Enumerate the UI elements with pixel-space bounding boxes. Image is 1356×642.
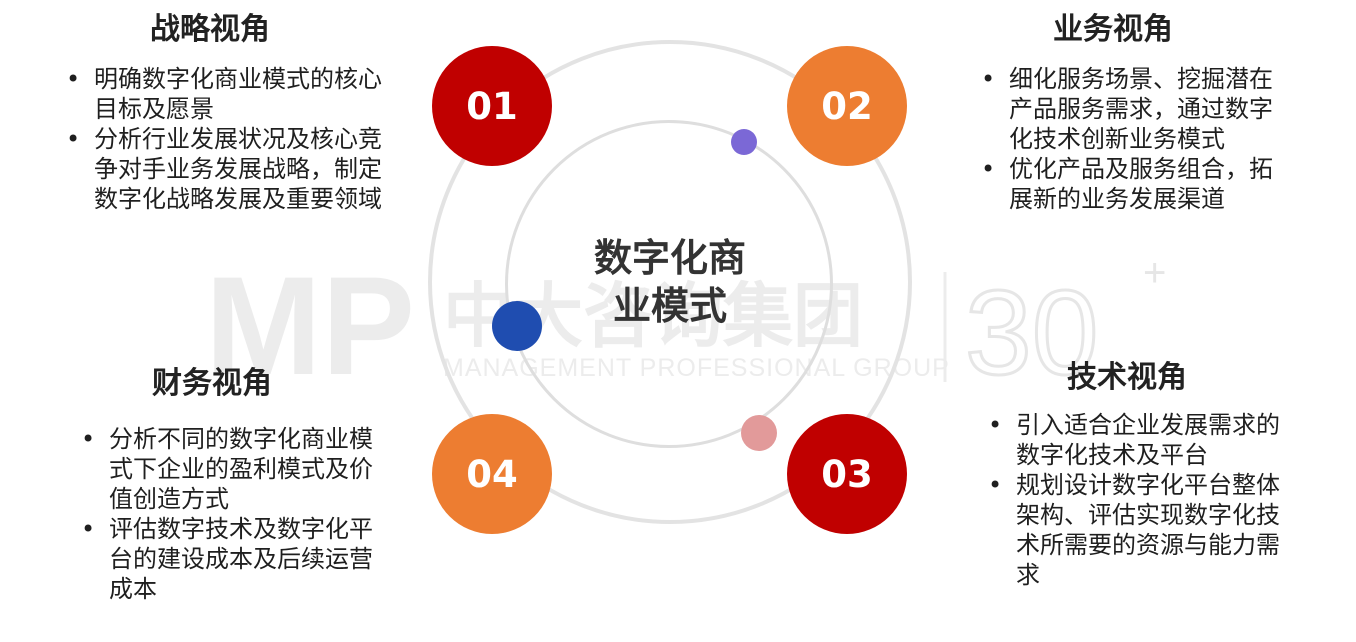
business-bullet-list: 细化服务场景、挖掘潜在产品服务需求，通过数字化技术创新业务模式 优化产品及服务组… [975, 64, 1291, 214]
finance-heading: 财务视角 [152, 366, 272, 401]
business-bullet: 细化服务场景、挖掘潜在产品服务需求，通过数字化技术创新业务模式 [975, 64, 1291, 154]
finance-bullet: 分析不同的数字化商业模式下企业的盈利模式及价值创造方式 [75, 424, 391, 514]
technology-heading: 技术视角 [1067, 360, 1187, 395]
inner-ring [505, 120, 833, 448]
business-heading: 业务视角 [1053, 12, 1173, 47]
strategy-bullet: 分析行业发展状况及核心竞争对手业务发展战略，制定数字化战略发展及重要领域 [60, 124, 390, 214]
badge-03: 03 [787, 414, 907, 534]
technology-bullet-list: 引入适合企业发展需求的数字化技术及平台 规划设计数字化平台整体架构、评估实现数字… [982, 410, 1298, 590]
technology-bullet: 引入适合企业发展需求的数字化技术及平台 [982, 410, 1298, 470]
badge-02: 02 [787, 46, 907, 166]
center-title: 数字化商 业模式 [593, 236, 746, 328]
strategy-heading: 战略视角 [150, 12, 270, 47]
outer-ring [428, 40, 912, 524]
badge-04: 04 [432, 414, 552, 534]
blue-accent-dot [492, 301, 542, 351]
svg-text:+: + [1143, 262, 1166, 295]
pink-accent-dot [741, 415, 777, 451]
strategy-bullet-list: 明确数字化商业模式的核心目标及愿景 分析行业发展状况及核心竞争对手业务发展战略，… [60, 64, 390, 214]
purple-accent-dot [731, 129, 757, 155]
business-bullet: 优化产品及服务组合，拓展新的业务发展渠道 [975, 154, 1291, 214]
finance-bullet-list: 分析不同的数字化商业模式下企业的盈利模式及价值创造方式 评估数字技术及数字化平台… [75, 424, 391, 604]
technology-bullet: 规划设计数字化平台整体架构、评估实现数字化技术所需要的资源与能力需求 [982, 470, 1298, 590]
badge-01: 01 [432, 46, 552, 166]
strategy-bullet: 明确数字化商业模式的核心目标及愿景 [60, 64, 390, 124]
finance-bullet: 评估数字技术及数字化平台的建设成本及后续运营成本 [75, 514, 391, 604]
